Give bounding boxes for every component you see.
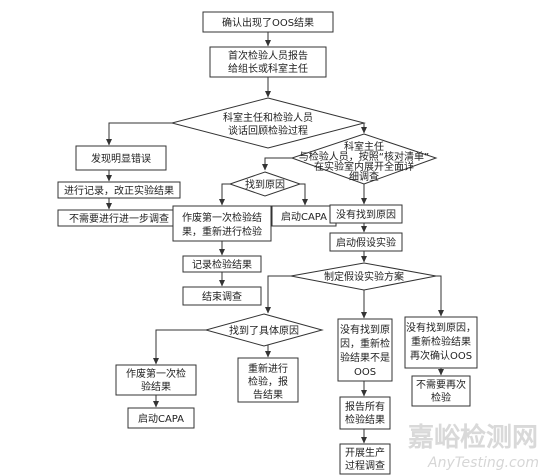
node-no-retest: 不需要再次 检验 xyxy=(411,375,471,407)
node-text: 找到了具体原因 xyxy=(229,324,299,337)
node-text: 验结果不是 xyxy=(340,351,390,364)
node-text: 检验结果 xyxy=(345,413,385,426)
node-text: 不需要再次 xyxy=(416,378,466,391)
node-lab-investigation: 科室主任 与检验人员，按照“核对清单” 在实验室内展开全面详 细调查 xyxy=(290,133,438,185)
node-text: 没有找到原因 xyxy=(336,208,396,221)
node-text: 首次检验人员报告 xyxy=(228,49,308,62)
node-found-specific-cause: 找到了具体原因 xyxy=(204,313,324,347)
node-text: 没有找到原因， xyxy=(406,321,476,334)
node-text: 过程调查 xyxy=(345,459,385,472)
watermark-en: AnyTesting.com xyxy=(427,455,539,471)
node-confirm-oos: 确认出现了OOS结果 xyxy=(202,11,334,33)
node-text: 确认出现了OOS结果 xyxy=(222,16,314,29)
node-text: 没有找到原 xyxy=(340,323,390,336)
node-text: 重新检验结果 xyxy=(411,335,471,348)
node-text: 告结果 xyxy=(253,388,283,401)
node-not-found-not-oos: 没有找到原 因，重新检 验结果不是 OOS xyxy=(337,318,393,382)
watermark: 嘉峪检测网 AnyTesting.com xyxy=(408,422,539,471)
node-text: 验结果 xyxy=(141,380,171,393)
node-text: 进行记录，改正实验结果 xyxy=(64,184,174,197)
node-end-investigation: 结束调查 xyxy=(182,286,262,306)
node-text: 开展生产 xyxy=(345,446,385,459)
node-retest-report: 重新进行 检验，报 告结果 xyxy=(237,357,299,403)
node-text: OOS xyxy=(354,367,376,378)
node-text: 重新进行 xyxy=(248,362,288,375)
node-text: 启动假设实验 xyxy=(336,236,396,249)
node-text: 谈话回顾检验过程 xyxy=(228,124,308,137)
node-text: 科室主任 xyxy=(344,140,384,153)
node-text: 制定假设实验方案 xyxy=(324,270,404,283)
node-text: 与检验人员，按照“核对清单” xyxy=(299,150,429,163)
node-production-investigation: 开展生产 过程调查 xyxy=(339,443,391,475)
node-text: 在实验室内展开全面详 xyxy=(314,160,414,173)
node-text: 启动CAPA xyxy=(138,412,184,425)
node-text: 报告所有 xyxy=(345,400,385,413)
node-record-results: 记录检验结果 xyxy=(182,255,262,273)
node-text: 给组长或科室主任 xyxy=(228,62,308,75)
node-text: 找到原因 xyxy=(245,178,285,191)
node-found-cause: 找到原因 xyxy=(228,171,302,197)
node-not-found-cause: 没有找到原因 xyxy=(329,204,403,224)
node-text: 记录检验结果 xyxy=(192,258,252,271)
node-no-further: 不需要进行进一步调查 xyxy=(57,209,181,227)
node-text: 检验，报 xyxy=(248,375,288,388)
node-start-capa-1: 启动CAPA xyxy=(271,205,337,227)
node-obvious-error: 发现明显错误 xyxy=(75,145,167,171)
node-text: 不需要进行进一步调查 xyxy=(69,212,169,225)
node-first-report: 首次检验人员报告 给组长或科室主任 xyxy=(209,46,327,78)
node-text: 发现明显错误 xyxy=(91,152,151,165)
node-void-retest: 作废第一次检验结 果，重新进行检验 xyxy=(172,205,272,242)
node-text: 启动CAPA xyxy=(281,210,327,223)
node-text: 科室主任和检验人员 xyxy=(223,111,313,124)
node-plan-hypothesis: 制定假设实验方案 xyxy=(290,262,437,291)
node-text: 细调查 xyxy=(349,170,379,183)
node-text: 果，重新进行检验 xyxy=(182,225,262,238)
node-text: 结束调查 xyxy=(202,290,242,303)
node-review-decision: 科室主任和检验人员 谈话回顾检验过程 xyxy=(170,97,366,149)
node-start-capa-2: 启动CAPA xyxy=(127,407,195,429)
node-record-correct: 进行记录，改正实验结果 xyxy=(57,181,181,199)
node-text: 作废第一次检 xyxy=(126,367,186,380)
node-start-hypothesis: 启动假设实验 xyxy=(329,232,403,252)
node-report-all: 报告所有 检验结果 xyxy=(339,396,391,430)
node-text: 作废第一次检验结 xyxy=(182,211,262,224)
watermark-cn: 嘉峪检测网 xyxy=(408,422,538,453)
node-void-first: 作废第一次检 验结果 xyxy=(115,364,197,396)
node-text: 因，重新检 xyxy=(340,337,390,350)
node-text: 检验 xyxy=(431,391,451,404)
node-text: 再次确认OOS xyxy=(410,349,472,362)
node-not-found-oos: 没有找到原因， 重新检验结果 再次确认OOS xyxy=(404,316,478,369)
